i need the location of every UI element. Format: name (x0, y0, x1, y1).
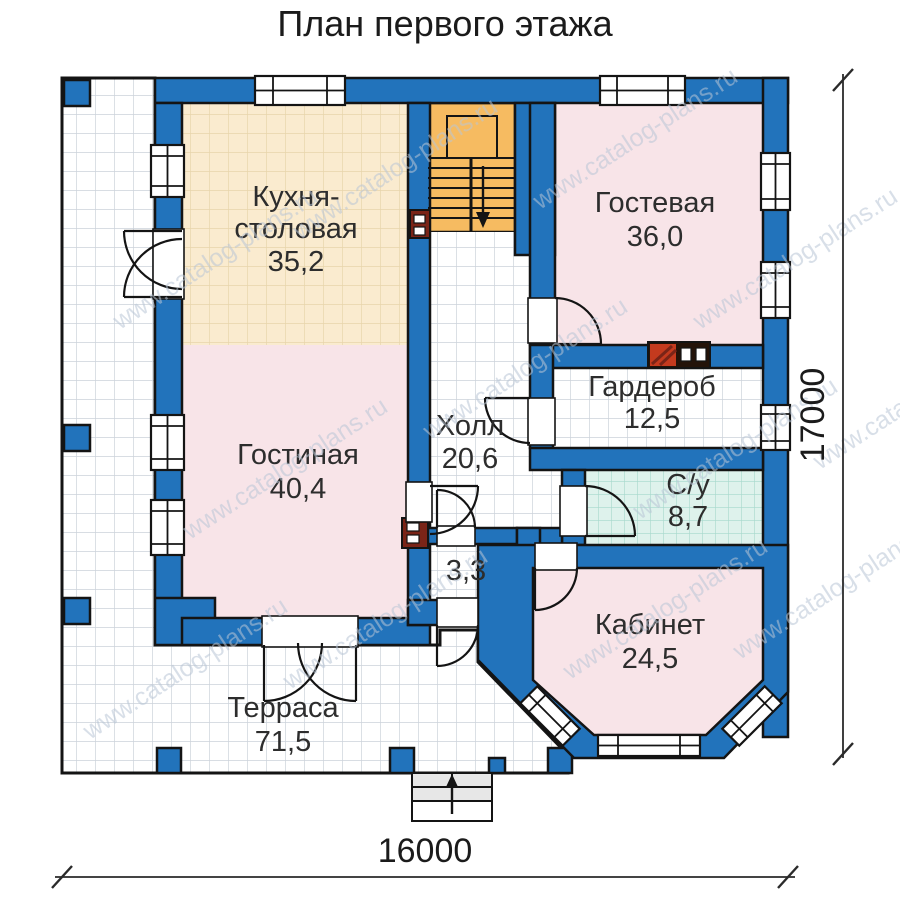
boiler-block (401, 517, 429, 549)
living-floor (182, 345, 408, 618)
window (598, 74, 687, 107)
dimension-width-value: 16000 (378, 832, 473, 870)
living-area: 40,4 (270, 473, 326, 505)
window (759, 403, 792, 452)
bathroom-floor (585, 470, 763, 545)
terrace-post (487, 756, 507, 775)
hall-area: 20,6 (442, 443, 498, 475)
terrace-post (62, 423, 92, 453)
study-label: Кабинет (595, 609, 705, 641)
door-wardrobe (483, 396, 556, 446)
window (759, 260, 792, 320)
wardrobe-label: Гардероб (588, 371, 716, 403)
dimension-bottom: 16000 (51, 832, 799, 889)
window (149, 413, 186, 472)
bathroom-area: 8,7 (668, 501, 708, 533)
guest-area: 36,0 (627, 221, 683, 253)
window (149, 498, 186, 557)
kitchen-label-1: Кухня- (252, 181, 339, 213)
door-living-terrace (261, 615, 359, 703)
window (518, 684, 582, 748)
terrace-post (62, 596, 92, 626)
door-guest (527, 296, 603, 346)
vestibule-area: 3,3 (446, 555, 486, 587)
wardrobe-area: 12,5 (624, 403, 680, 435)
door-living-hall (405, 481, 480, 536)
page-title: План первого этажа (277, 3, 613, 44)
guest-label: Гостевая (595, 187, 715, 219)
bathroom-label: С/у (666, 469, 710, 501)
door-bathroom (559, 484, 637, 538)
entrance-steps (411, 772, 493, 822)
terrace-post (62, 78, 92, 108)
staircase (428, 115, 515, 232)
window (149, 143, 186, 199)
kitchen-floor (182, 103, 408, 345)
door-kitchen-terrace (122, 228, 185, 300)
window (596, 733, 702, 758)
window (253, 74, 347, 107)
door-study (533, 542, 579, 612)
window (759, 151, 792, 212)
wardrobe-floor (553, 368, 763, 448)
window (720, 684, 784, 748)
dimension-right: 17000 (794, 68, 854, 766)
kitchen-label-2: столовая (234, 213, 357, 245)
chimney-block-stairs (409, 209, 431, 239)
living-label: Гостиная (237, 439, 359, 471)
door-vestibule-terrace (435, 597, 480, 668)
dimension-height-value: 17000 (794, 368, 832, 463)
hall-floor (430, 232, 530, 528)
terrace-post (388, 746, 416, 775)
terrace-post (155, 746, 183, 775)
terrace-area: 71,5 (255, 726, 311, 758)
hall-label: Холл (436, 410, 504, 442)
wall-wardrobe-bath (528, 446, 765, 472)
study-floor (531, 566, 765, 737)
kitchen-area: 35,2 (268, 246, 324, 278)
study-area: 24,5 (622, 643, 678, 675)
guest-floor (555, 103, 763, 345)
terrace-label: Терраса (227, 692, 339, 724)
vent-block (647, 341, 711, 369)
